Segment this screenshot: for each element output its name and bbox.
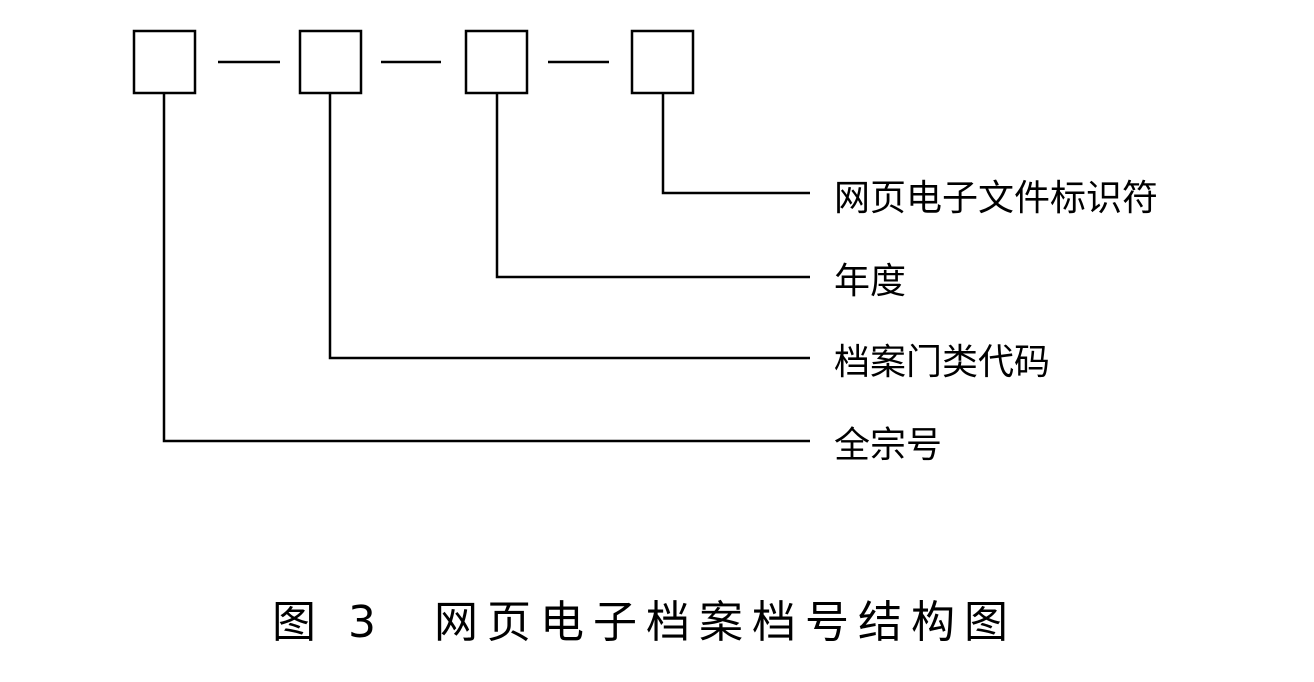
label-year: 年度 <box>834 261 906 302</box>
box-file-identifier <box>630 29 695 95</box>
box-category-code <box>298 29 363 95</box>
caption-title: 网页电子档案档号结构图 <box>434 597 1017 648</box>
connector-year <box>495 93 810 279</box>
label-file-identifier: 网页电子文件标识符 <box>834 178 1158 219</box>
box-fonds-number <box>132 29 197 95</box>
connector-file-identifier <box>661 93 810 195</box>
connector-category-code <box>328 93 810 360</box>
box-year <box>464 29 529 95</box>
caption-number: 图 3 <box>272 597 385 648</box>
label-category-code: 档案门类代码 <box>834 342 1050 383</box>
label-fonds-number: 全宗号 <box>834 425 942 466</box>
connector-fonds-number <box>162 93 810 443</box>
